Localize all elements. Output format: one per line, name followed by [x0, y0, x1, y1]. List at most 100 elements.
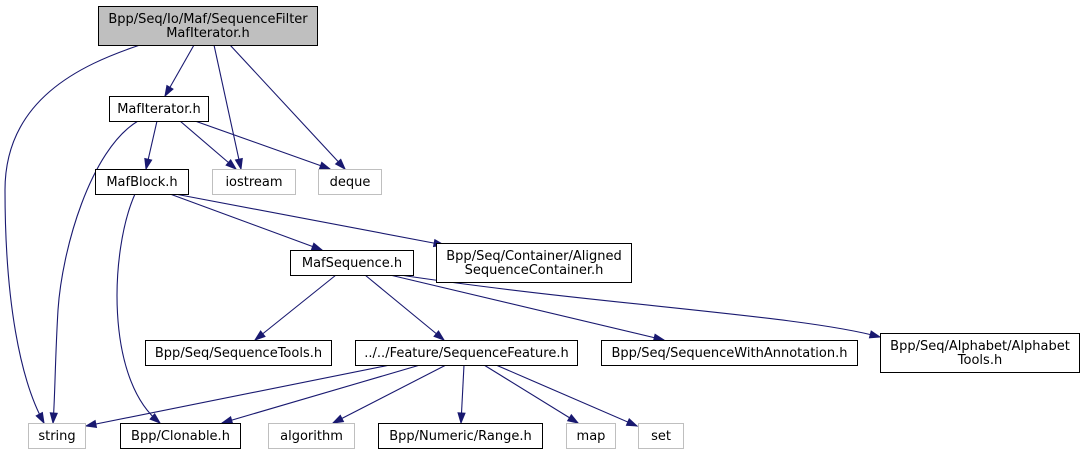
edges-layer: [4, 44, 882, 429]
node-box: [109, 96, 209, 122]
node-label: Bpp/Seq/SequenceWithAnnotation.h: [612, 346, 848, 361]
arrowhead-icon: [35, 411, 45, 425]
node-box: [638, 423, 684, 449]
arrowhead-icon: [433, 330, 446, 341]
edge-mafiter-to-mafblock: [144, 120, 158, 171]
node-box: [601, 340, 858, 366]
edge-mafblock-to-clonable: [116, 193, 162, 424]
node-label: Tools.h: [957, 353, 1002, 368]
edge-line: [399, 274, 881, 338]
edge-mafiter-to-iostream: [179, 120, 238, 170]
node-deque: deque: [318, 169, 382, 195]
node-box: [290, 250, 414, 276]
arrowhead-icon: [318, 161, 332, 170]
arrowhead-icon: [310, 242, 324, 251]
node-label: iostream: [225, 175, 282, 190]
arrowhead-icon: [220, 416, 234, 425]
node-sequencewithannotation-h[interactable]: Bpp/Seq/SequenceWithAnnotation.h: [601, 340, 858, 366]
node-box: [355, 340, 578, 366]
node-map: map: [566, 423, 616, 449]
edge-mafblock-to-mafseq: [169, 193, 324, 251]
node-label: MafBlock.h: [106, 175, 177, 190]
arrowhead-icon: [234, 157, 243, 171]
edge-line: [495, 364, 638, 427]
edge-line: [389, 274, 665, 341]
node-sequencetools-h[interactable]: Bpp/Seq/SequenceTools.h: [145, 340, 332, 366]
edge-line: [483, 364, 579, 424]
edge-root-to-iostream: [213, 44, 243, 171]
arrowhead-icon: [253, 330, 266, 341]
node-box: [145, 340, 332, 366]
edge-line: [332, 364, 447, 424]
arrowhead-icon: [868, 330, 882, 339]
node-label: Bpp/Seq/SequenceTools.h: [155, 346, 322, 361]
node-mafblock-h[interactable]: MafBlock.h: [95, 169, 189, 195]
node-label: MafSequence.h: [302, 256, 402, 271]
edge-mafblock-to-aligned: [174, 193, 446, 248]
node-label: Bpp/Seq/Alphabet/Alphabet: [890, 339, 1070, 354]
edge-mafseq-to-seqtools: [253, 274, 337, 341]
node-label: deque: [330, 175, 371, 190]
edge-line: [194, 120, 331, 170]
arrowhead-icon: [164, 84, 174, 98]
node-box: [268, 423, 355, 449]
edge-line: [85, 364, 391, 427]
edge-line: [254, 274, 337, 341]
node-box: [378, 423, 543, 449]
node-label: MafIterator.h: [117, 102, 201, 117]
node-mafiterator-h[interactable]: MafIterator.h: [109, 96, 209, 122]
edge-line: [52, 120, 139, 424]
edge-line: [4, 44, 141, 424]
arrowhead-icon: [457, 412, 466, 425]
arrowhead-icon: [334, 158, 347, 171]
node-alignedsequencecontainer-h[interactable]: Bpp/Seq/Container/AlignedSequenceContain…: [436, 243, 632, 283]
node-label: Bpp/Clonable.h: [131, 429, 230, 444]
node-label: Bpp/Seq/Container/Aligned: [446, 249, 621, 264]
edge-root-to-string: [4, 44, 141, 425]
edge-line: [116, 193, 161, 424]
node-algorithm: algorithm: [268, 423, 355, 449]
edge-root-to-deque: [229, 44, 347, 171]
node-set: set: [638, 423, 684, 449]
edge-line: [179, 120, 237, 170]
edge-line: [229, 44, 346, 170]
node-range-h[interactable]: Bpp/Numeric/Range.h: [378, 423, 543, 449]
arrowhead-icon: [84, 419, 98, 429]
node-label: ../../Feature/SequenceFeature.h: [364, 346, 568, 361]
arrowhead-icon: [49, 412, 58, 425]
arrowhead-icon: [225, 158, 238, 170]
arrowhead-icon: [625, 417, 639, 427]
node-label: set: [651, 429, 671, 444]
node-mafsequence-h[interactable]: MafSequence.h: [290, 250, 414, 276]
node-clonable-h[interactable]: Bpp/Clonable.h: [120, 423, 241, 449]
node-box: [566, 423, 616, 449]
node-iostream: iostream: [212, 169, 296, 195]
node-root-sequencefilter[interactable]: Bpp/Seq/Io/Maf/SequenceFilterMafIterator…: [98, 6, 318, 46]
edge-mafseq-to-seqannot: [389, 274, 666, 342]
edge-line: [221, 364, 421, 424]
edge-seqfeature-to-set: [495, 364, 639, 427]
node-box: [95, 169, 189, 195]
node-label: string: [38, 429, 75, 444]
node-string: string: [28, 423, 86, 449]
edge-line: [213, 44, 242, 170]
edge-mafiter-to-string: [49, 120, 139, 425]
edge-seqfeature-to-range: [457, 364, 466, 425]
edge-line: [364, 274, 445, 341]
node-sequencefeature-h[interactable]: ../../Feature/SequenceFeature.h: [355, 340, 578, 366]
edge-mafseq-to-alphatools: [399, 274, 882, 339]
arrowhead-icon: [144, 157, 153, 171]
edge-line: [169, 193, 323, 251]
edge-root-to-mafiter: [164, 44, 195, 98]
node-label: map: [577, 429, 606, 444]
node-box: [98, 6, 318, 46]
edge-seqfeature-to-clonable: [220, 364, 421, 425]
arrowhead-icon: [331, 414, 345, 424]
node-box: [28, 423, 86, 449]
node-box: [120, 423, 241, 449]
node-box: [318, 169, 382, 195]
edge-seqfeature-to-string: [84, 364, 391, 429]
node-label: algorithm: [280, 429, 343, 444]
